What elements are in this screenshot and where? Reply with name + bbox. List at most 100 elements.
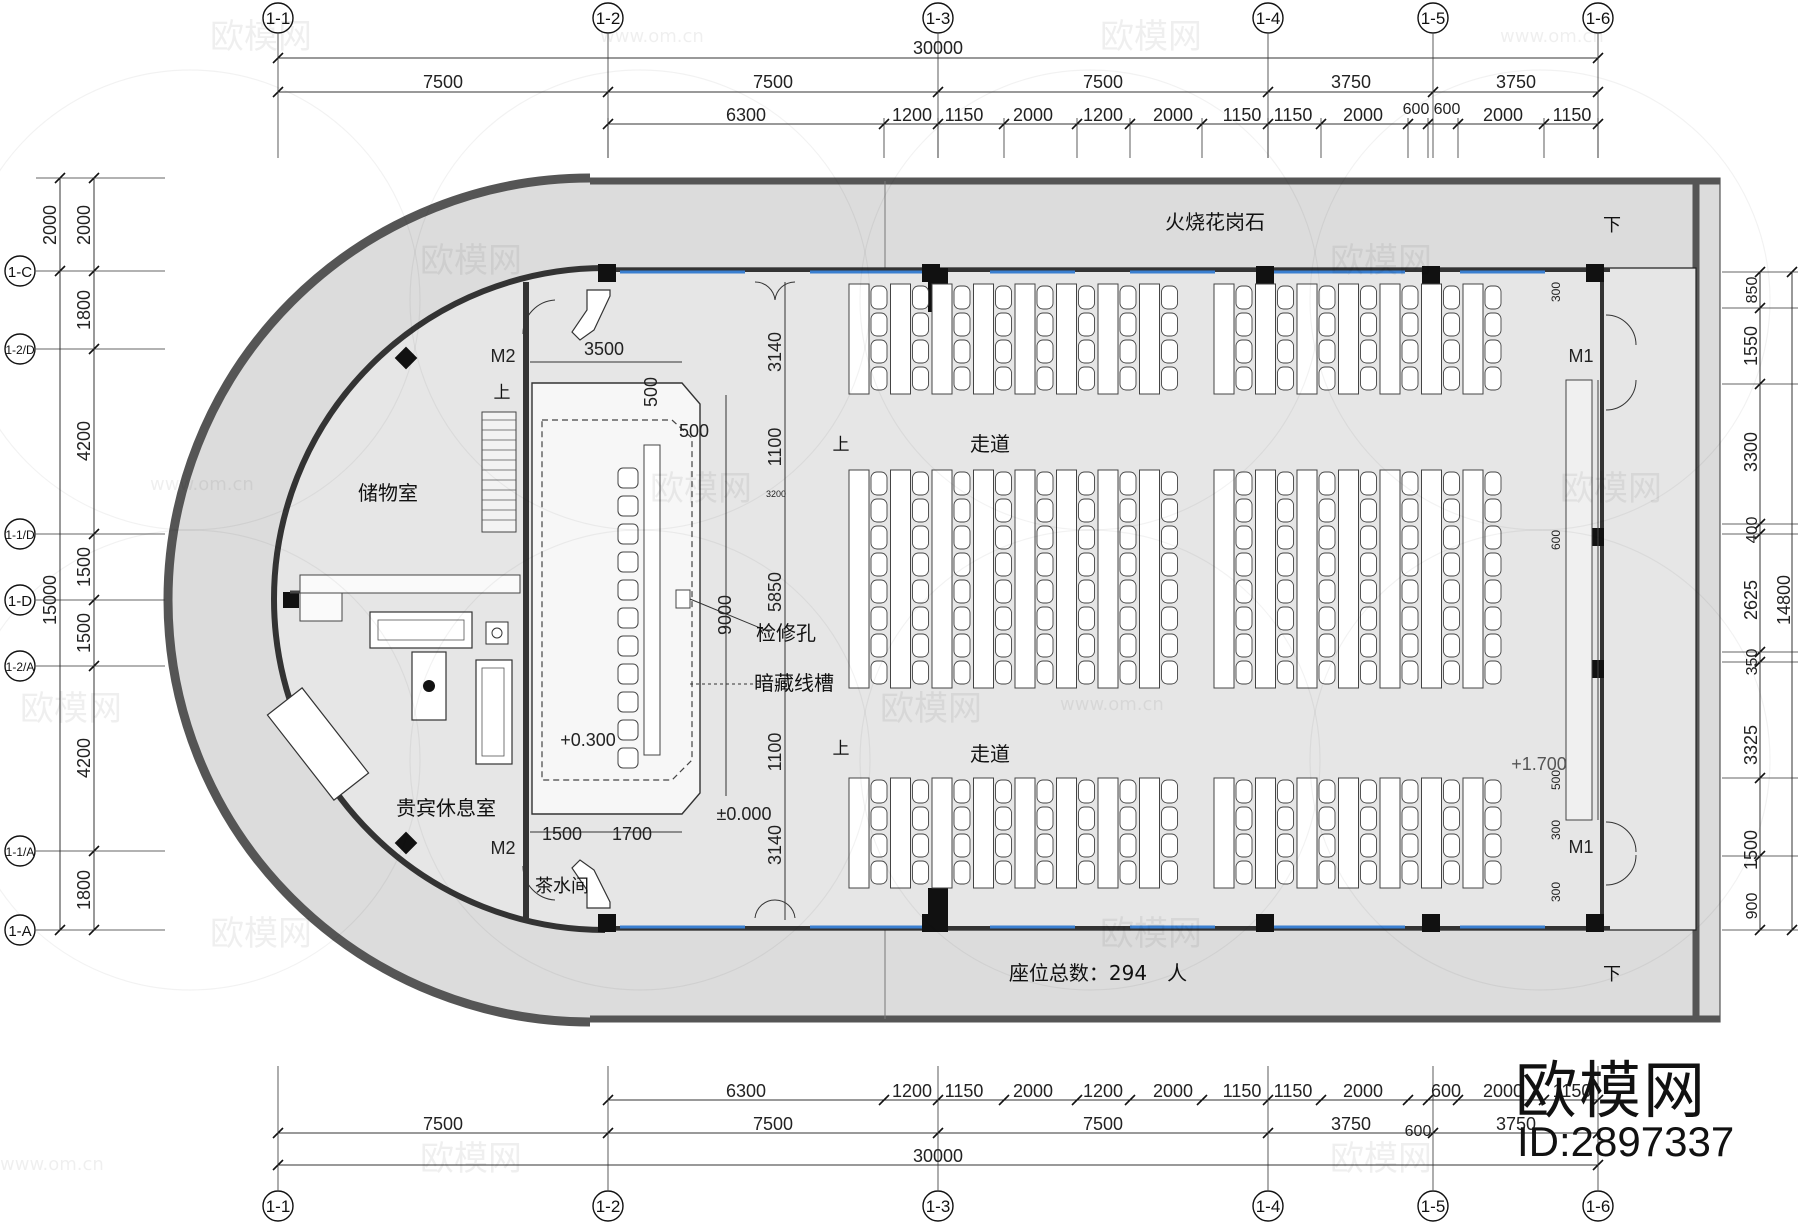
dim-text: 4200 — [74, 738, 94, 778]
seat-row-desk — [1014, 777, 1036, 889]
seat — [1443, 552, 1460, 577]
seat — [1318, 471, 1336, 496]
stage-edge — [541, 419, 693, 781]
watermark-text: 欧模网 — [1330, 1139, 1432, 1179]
seat — [1401, 366, 1419, 391]
seat — [1078, 606, 1095, 631]
sofa-cushion — [481, 667, 505, 757]
seat — [1277, 498, 1294, 523]
aisle-bottom-label: 走道 — [970, 742, 1010, 766]
seat-row-desk — [1139, 283, 1160, 395]
dim-text: 3325 — [1741, 725, 1761, 765]
seat — [1161, 860, 1178, 885]
seat — [1443, 579, 1460, 604]
axis-label-left: 1-C — [8, 264, 32, 281]
door-swing — [1605, 821, 1637, 853]
seat — [1443, 339, 1460, 364]
side-300-label: 300 — [1549, 282, 1563, 302]
seat — [1401, 806, 1419, 831]
seat — [1078, 833, 1095, 858]
dimensions-bottom: 6300 1200 1150 2000 1200 2000 1150 1150 … — [423, 1081, 1591, 1166]
dim-text: 2000 — [1013, 105, 1053, 125]
lamp-icon — [491, 627, 503, 639]
structural-column — [394, 346, 418, 370]
seat — [870, 660, 888, 685]
seat — [1401, 660, 1419, 685]
seat — [1443, 860, 1460, 885]
stair-up-label: 上 — [833, 435, 850, 455]
seat — [1078, 285, 1095, 310]
watermark-arc — [1309, 529, 1771, 991]
structural-column — [1422, 266, 1440, 284]
seat — [1235, 312, 1253, 337]
seat — [1443, 779, 1460, 804]
seat — [1360, 660, 1377, 685]
seat — [1360, 779, 1377, 804]
seat-total-label: 座位总数：294 人 — [1009, 961, 1187, 985]
seat — [995, 606, 1012, 631]
seat — [912, 366, 929, 391]
seat-row-desk — [1296, 469, 1318, 689]
seat — [1078, 860, 1095, 885]
seat — [870, 471, 888, 496]
seat — [870, 833, 888, 858]
dim-text: 1800 — [74, 290, 94, 330]
seat — [912, 525, 929, 550]
seat — [1036, 833, 1054, 858]
seat-row-desk — [1139, 469, 1160, 689]
door-swing — [774, 899, 796, 919]
seat — [1036, 366, 1054, 391]
stair-flight — [481, 411, 517, 533]
watermark-arc — [0, 529, 421, 991]
dim-text: 1150 — [945, 105, 984, 125]
dim-text: 7500 — [1083, 72, 1123, 92]
stage-annotations: 3500 9000 5850 1100 1100 3140 3140 500 5… — [542, 332, 1567, 865]
structural-column — [1256, 914, 1274, 932]
seat — [995, 471, 1012, 496]
seat-row-desk — [1014, 283, 1036, 395]
watermark-text: 欧模网 — [210, 17, 312, 57]
seat-row-desk — [1097, 469, 1119, 689]
dim-total-left: 15000 — [40, 575, 60, 625]
seat — [912, 471, 929, 496]
brand-id: ID:2897337 — [1517, 1118, 1735, 1165]
seat — [1036, 552, 1054, 577]
seat — [870, 285, 888, 310]
seat — [912, 285, 929, 310]
seat — [1078, 660, 1095, 685]
seat — [995, 339, 1012, 364]
dim-text: 6300 — [726, 1081, 766, 1101]
seat — [1401, 860, 1419, 885]
cable-trench-label: 暗藏线槽 — [754, 671, 834, 695]
stage-500-dim: 500 — [679, 421, 709, 441]
watermark-arc — [1309, 69, 1771, 531]
watermark-text: 欧模网 — [20, 689, 122, 729]
seat — [1161, 833, 1178, 858]
seat-row-desk — [1255, 469, 1276, 689]
seat — [1401, 552, 1419, 577]
seat-row-desk — [931, 469, 953, 689]
room-tea-room-label: 茶水间 — [535, 876, 589, 897]
seat-row-desk — [1255, 777, 1276, 889]
seat — [1484, 860, 1502, 885]
dim-text: 2000 — [1153, 1081, 1193, 1101]
seat — [1277, 860, 1294, 885]
seat — [912, 660, 929, 685]
seat — [1161, 471, 1178, 496]
seat — [1318, 339, 1336, 364]
seat — [1078, 552, 1095, 577]
dim-text: 400 — [1744, 517, 1761, 544]
structural-column — [928, 888, 948, 932]
seat — [912, 860, 929, 885]
seat — [1036, 579, 1054, 604]
seat-row-desk — [973, 283, 994, 395]
seat — [870, 339, 888, 364]
seat-row-desk — [1097, 777, 1119, 889]
seat — [1235, 660, 1253, 685]
dim-text: 600 — [1403, 101, 1430, 118]
seat — [1036, 779, 1054, 804]
leader-line — [689, 598, 771, 633]
seat — [870, 806, 888, 831]
seat-row-desk — [1338, 469, 1359, 689]
seat — [1235, 498, 1253, 523]
